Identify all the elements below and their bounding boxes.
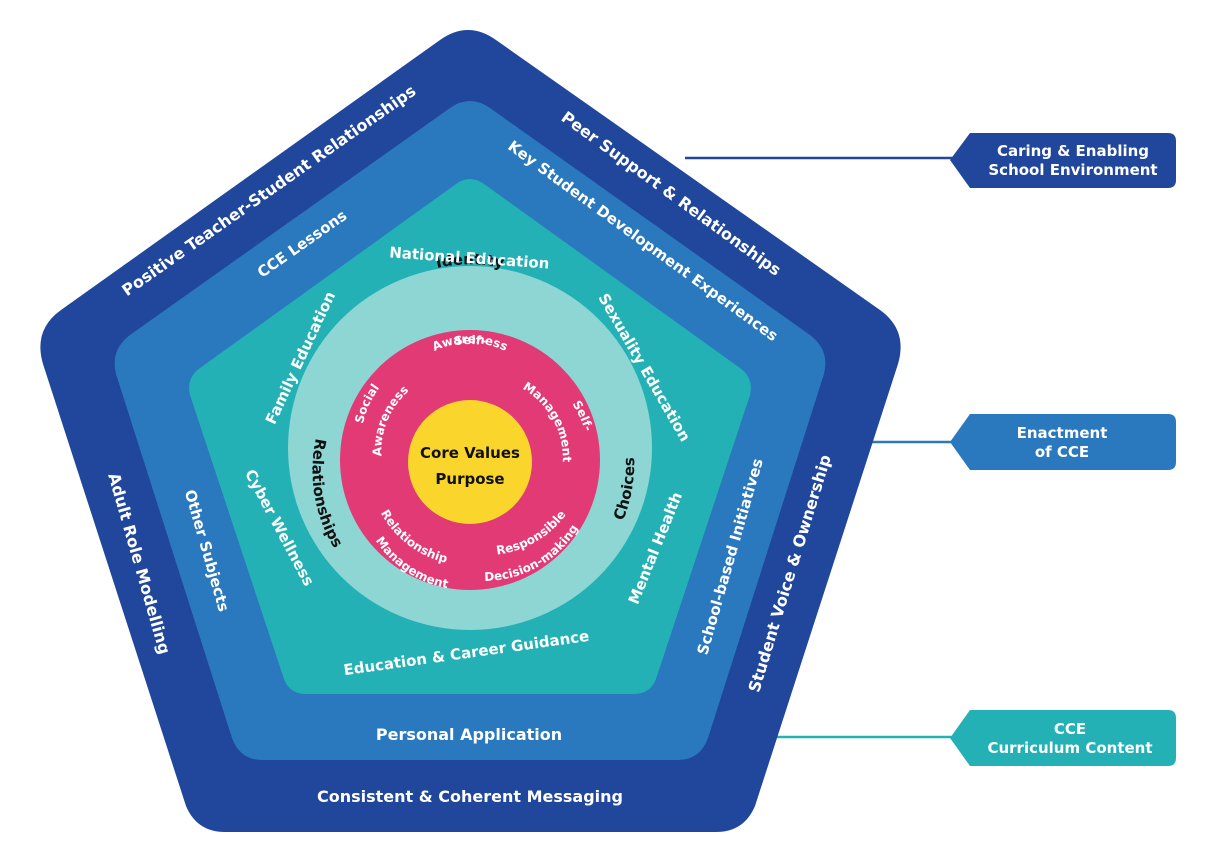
tag-enactment-line-2: of CCE	[1035, 443, 1089, 461]
tag-caring-environment: Caring & Enabling School Environment	[950, 133, 1176, 188]
tag-curriculum-line-2: Curriculum Content	[987, 739, 1152, 757]
tag-caring-line-1: Caring & Enabling	[997, 142, 1149, 160]
tag-enactment: Enactment of CCE	[950, 414, 1176, 470]
purpose-label: Purpose	[435, 470, 504, 488]
tag-caring-line-2: School Environment	[988, 161, 1157, 179]
personal-application-label: Personal Application	[376, 725, 562, 744]
tag-curriculum-content: CCE Curriculum Content	[950, 710, 1176, 766]
core-values-label: Core Values	[420, 444, 520, 462]
self-awareness-label-1: Self-	[453, 333, 487, 348]
self-awareness-label-2: Awareness	[430, 332, 510, 354]
tag-enactment-line-1: Enactment	[1017, 424, 1108, 442]
core-circle	[408, 400, 532, 524]
consistent-messaging-label: Consistent & Coherent Messaging	[317, 787, 623, 806]
tag-curriculum-line-1: CCE	[1054, 720, 1086, 738]
